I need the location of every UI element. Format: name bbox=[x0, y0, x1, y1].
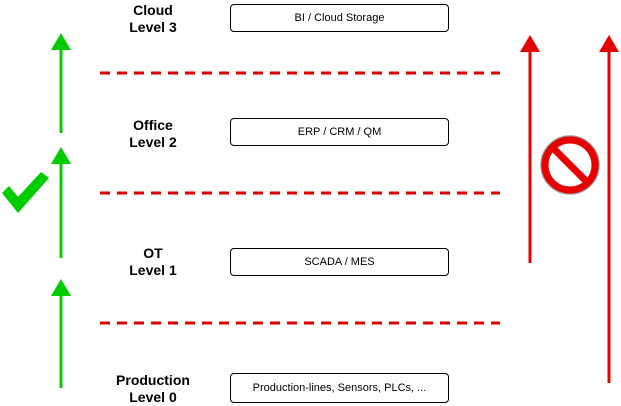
level-2-name: Office bbox=[133, 117, 173, 133]
check-mark-icon bbox=[2, 172, 49, 213]
level-0-name: Production bbox=[116, 372, 190, 388]
red-arrow-level-0-to-3 bbox=[599, 35, 619, 383]
green-arrow-level-2-to-3 bbox=[51, 33, 71, 133]
red-arrow-level-1-to-3 bbox=[520, 35, 540, 263]
level-3-label: Cloud Level 3 bbox=[88, 2, 218, 36]
level-0-system-box: Production-lines, Sensors, PLCs, ... bbox=[230, 373, 449, 403]
level-3-number: Level 3 bbox=[129, 19, 177, 35]
level-3-name: Cloud bbox=[133, 2, 173, 18]
prohibited-icon bbox=[540, 135, 600, 195]
level-1-name: OT bbox=[143, 245, 163, 261]
level-3-system-box: BI / Cloud Storage bbox=[230, 4, 449, 32]
level-0-label: Production Level 0 bbox=[88, 372, 218, 406]
green-arrow-level-0-to-1 bbox=[51, 279, 71, 388]
green-arrow-level-1-to-2 bbox=[51, 147, 71, 258]
level-1-number: Level 1 bbox=[129, 262, 177, 278]
level-1-system-box: SCADA / MES bbox=[230, 248, 449, 276]
level-1-label: OT Level 1 bbox=[88, 245, 218, 279]
level-2-system-box: ERP / CRM / QM bbox=[230, 118, 449, 146]
level-2-label: Office Level 2 bbox=[88, 117, 218, 151]
level-2-number: Level 2 bbox=[129, 134, 177, 150]
level-0-number: Level 0 bbox=[129, 389, 177, 405]
